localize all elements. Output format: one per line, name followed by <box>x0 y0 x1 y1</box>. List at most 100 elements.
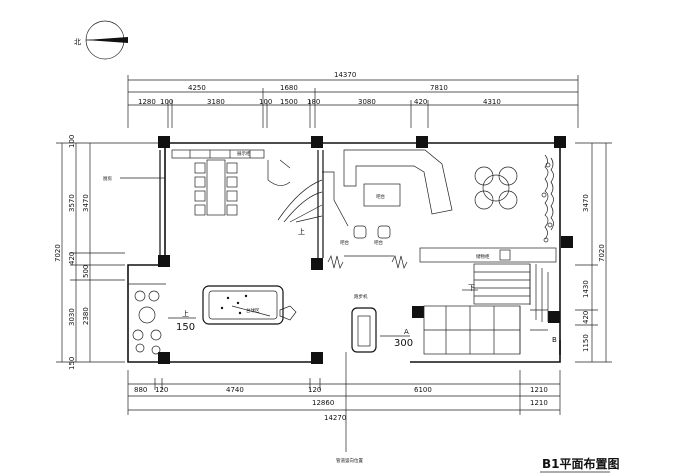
label-stair-up-center: 上 <box>298 227 305 236</box>
bottom-dimensions: 880 120 4740 120 6100 1210 12860 1210 14… <box>127 370 561 422</box>
dim-bottom-mid-2: 1210 <box>530 399 548 407</box>
column <box>561 236 573 248</box>
dim-top-mid-3: 7810 <box>430 84 448 92</box>
dining-chair <box>194 162 206 174</box>
label-counter-left: 吧台 <box>340 239 349 246</box>
label-note-bottom: 管道竖向位置 <box>336 457 363 464</box>
dim-top-detail-9: 4310 <box>483 98 501 106</box>
column <box>548 311 560 323</box>
dining-chair <box>226 162 238 174</box>
sink <box>499 249 511 261</box>
dim-left-mid-1: 100 <box>68 135 76 148</box>
dim-top-detail-6: 180 <box>307 98 320 106</box>
label-island: 吧台 <box>376 193 385 200</box>
round-table-set <box>474 166 518 210</box>
plants-right <box>541 154 554 243</box>
dim-top-detail-7: 3080 <box>358 98 376 106</box>
spring-icon <box>391 254 408 270</box>
marker-a: A <box>404 328 409 336</box>
title-block: B1平面布置图 <box>540 456 620 473</box>
dim-top-detail-1: 1280 <box>138 98 156 106</box>
dining-chair <box>226 190 238 202</box>
round-chair <box>474 190 494 210</box>
round-chair <box>498 190 518 210</box>
round-chair <box>474 166 494 186</box>
column <box>412 306 424 318</box>
dim-left-total: 7020 <box>54 244 62 262</box>
compass-label: 北 <box>74 38 81 46</box>
spring-icon <box>327 254 344 270</box>
marker-b: B <box>552 336 557 344</box>
label-stair-down: 下 <box>468 284 475 292</box>
column <box>311 352 323 364</box>
right-dimensions: 3470 1430 420 1150 7020 <box>575 142 612 363</box>
bottom-note: 管道竖向位置 <box>336 352 363 464</box>
treadmill <box>351 307 377 353</box>
exercise-area: 跑步机 <box>351 293 377 353</box>
dim-right-total: 7020 <box>598 244 606 262</box>
level-value-right: 300 <box>394 338 413 349</box>
dim-bottom-detail-3: 4740 <box>226 386 244 394</box>
dim-left-detail-1: 3470 <box>82 194 90 212</box>
dim-top-total: 14370 <box>334 71 356 79</box>
dining-chair <box>194 204 206 216</box>
wall-curve <box>322 171 349 227</box>
label-billiard: 台球区 <box>246 307 260 314</box>
dim-top-mid-2: 1680 <box>280 84 298 92</box>
dim-top-detail-2: 100 <box>160 98 173 106</box>
column <box>158 352 170 364</box>
display-cabinet <box>171 149 265 159</box>
bar-counter <box>343 149 453 215</box>
dining-chair <box>194 176 206 188</box>
level-up-left: 上 <box>182 309 189 318</box>
left-dimensions: 7020 100 3570 420 3030 150 3470 500 2380 <box>54 135 165 370</box>
column <box>416 136 428 148</box>
dim-right-mid-1: 3470 <box>582 194 590 212</box>
column <box>554 136 566 148</box>
dim-left-mid-3: 420 <box>68 252 76 265</box>
label-counter-right: 吧台 <box>374 239 383 246</box>
dim-top-mid-1: 4250 <box>188 84 206 92</box>
level-value-left: 150 <box>176 322 195 333</box>
label-storage: 储物柜 <box>476 253 490 260</box>
dim-right-mid-2: 1430 <box>582 280 590 298</box>
billiard-table <box>202 285 284 325</box>
label-kitchen: 厨房 <box>103 175 112 182</box>
storage-stairs: 储物柜 下 <box>419 247 557 355</box>
dining-table <box>206 159 226 216</box>
level-marker-right: 300 A B <box>380 328 557 349</box>
label-display-cabinet: 展示柜 <box>237 150 251 157</box>
north-compass: 北 <box>74 20 128 60</box>
dining-area: 展示柜 厨房 <box>103 149 265 216</box>
dim-left-mid-5: 150 <box>68 357 76 370</box>
compass-arrow-icon <box>86 37 128 43</box>
bar-stool <box>377 225 391 239</box>
round-chair <box>498 166 518 186</box>
dim-left-mid-2: 3570 <box>68 194 76 212</box>
plants-left <box>128 283 166 355</box>
spiral-stair: 上 <box>267 159 323 236</box>
treadmill-belt <box>357 315 371 347</box>
label-exercise: 跑步机 <box>354 293 368 300</box>
dim-bottom-detail-6: 1210 <box>530 386 548 394</box>
dim-left-mid-4: 3030 <box>68 308 76 326</box>
dim-right-mid-3: 420 <box>582 311 590 324</box>
long-counter <box>419 247 557 263</box>
top-dimensions: 14370 4250 1680 7810 1280 100 3180 100 1… <box>127 71 579 128</box>
dining-chair <box>194 190 206 202</box>
column <box>311 136 323 148</box>
structural-columns <box>158 136 573 364</box>
level-marker-left: 上 150 <box>168 309 196 333</box>
dim-bottom-mid-1: 12860 <box>312 399 334 407</box>
bar-stool <box>353 225 367 239</box>
dining-chair <box>226 176 238 188</box>
stair-box <box>473 263 531 305</box>
dim-top-detail-5: 1500 <box>280 98 298 106</box>
dim-top-detail-3: 3180 <box>207 98 225 106</box>
dim-bottom-total: 14270 <box>324 414 346 422</box>
dim-left-detail-2: 500 <box>82 265 90 278</box>
drawing-title: B1平面布置图 <box>542 456 620 471</box>
dim-bottom-detail-1: 880 <box>134 386 147 394</box>
island-counter <box>363 183 401 207</box>
